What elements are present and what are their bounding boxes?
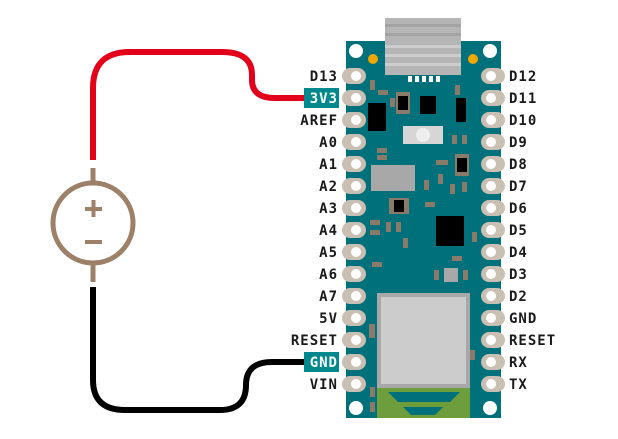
pin-label-left: A4 (319, 223, 338, 239)
pin-label-left: RESET (291, 333, 338, 349)
pin-right (481, 68, 505, 84)
pin-label-right: TX (509, 377, 528, 393)
pin-highlight (304, 88, 339, 108)
pin-left (342, 244, 366, 260)
pin-left (342, 266, 366, 282)
pin-left (342, 222, 366, 238)
pin-label-left: A1 (319, 157, 338, 173)
pin-right (481, 156, 505, 172)
pin-label-left: VIN (310, 377, 338, 393)
pin-left (342, 156, 366, 172)
pin-highlight (304, 352, 339, 372)
pin-right (481, 376, 505, 392)
pin-label-right: D2 (509, 289, 528, 305)
pin-label-left: A2 (319, 179, 338, 195)
pin-left (342, 354, 366, 370)
pin-left (342, 332, 366, 348)
pin-right (481, 90, 505, 106)
pin-label-right: D3 (509, 267, 528, 283)
pin-label-left: 3V3 (310, 91, 338, 107)
pin-right (481, 354, 505, 370)
pin-right (481, 222, 505, 238)
pin-label-right: GND (509, 311, 537, 327)
pin-left (342, 200, 366, 216)
pin-label-left: D13 (310, 69, 338, 85)
pin-label-right: D6 (509, 201, 528, 217)
pin-right (481, 310, 505, 326)
pin-label-left: A3 (319, 201, 338, 217)
pin-left (342, 134, 366, 150)
arduino-board (342, 18, 505, 418)
pin-right (481, 112, 505, 128)
pin-label-left: GND (310, 355, 338, 371)
pin-label-left: A5 (319, 245, 338, 261)
pin-label-right: D11 (509, 91, 537, 107)
pin-right (481, 200, 505, 216)
pin-label-left: 5V (319, 311, 338, 327)
pin-label-right: RESET (509, 333, 556, 349)
pin-label-right: D7 (509, 179, 528, 195)
pin-left (342, 310, 366, 326)
pin-label-right: D4 (509, 245, 528, 261)
pin-right (481, 266, 505, 282)
pin-label-right: RX (509, 355, 528, 371)
voltage-source (50, 168, 136, 282)
pin-left (342, 178, 366, 194)
pin-left (342, 288, 366, 304)
pin-label-right: D5 (509, 223, 528, 239)
pin-right (481, 134, 505, 150)
pin-label-right: D12 (509, 69, 537, 85)
pin-label-right: D8 (509, 157, 528, 173)
pin-label-left: AREF (300, 113, 338, 129)
minus-icon (85, 240, 102, 244)
pin-left (342, 112, 366, 128)
pin-left (342, 376, 366, 392)
pin-label-left: A7 (319, 289, 338, 305)
pin-left (342, 90, 366, 106)
positive-wire (90, 49, 305, 160)
pin-right (481, 178, 505, 194)
pin-right (481, 244, 505, 260)
pin-label-left: A0 (319, 135, 338, 151)
pin-label-right: D9 (509, 135, 528, 151)
pin-label-right: D10 (509, 113, 537, 129)
negative-wire (90, 287, 305, 413)
pin-left (342, 68, 366, 84)
pin-right (481, 288, 505, 304)
pin-label-left: A6 (319, 267, 338, 283)
pin-right (481, 332, 505, 348)
